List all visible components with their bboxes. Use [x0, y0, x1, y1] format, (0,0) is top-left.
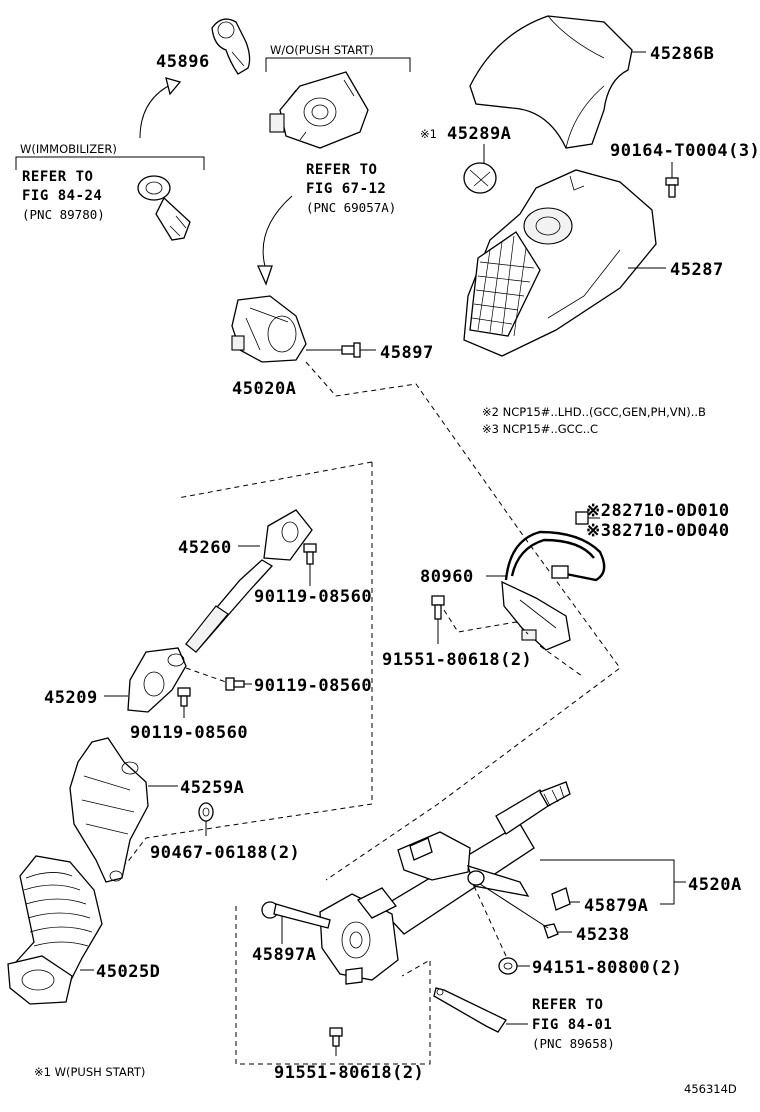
- refer-pnc-text-3: (PNC 89658): [532, 1036, 615, 1051]
- label-w-immobilizer: W(IMMOBILIZER): [20, 142, 117, 156]
- label-90467-06188: 90467-06188(2): [150, 843, 300, 863]
- refer-fig-text-2: FIG 67-12: [306, 181, 386, 197]
- part-45896-drawing: [211, 18, 251, 75]
- bracket-wo-push-start: [265, 57, 411, 72]
- drawing-id: 456314D: [684, 1082, 737, 1096]
- label-91551-80618-a: 91551-80618(2): [382, 650, 532, 670]
- ignition-switch-drawing: [269, 71, 369, 149]
- note-2: ※2 NCP15#..LHD..(GCC,GEN,PH,VN)..B: [482, 405, 706, 419]
- bolt-90119-b: [225, 677, 245, 691]
- label-82710-0D010: ※282710-0D010: [586, 501, 730, 521]
- refer-to-text-2: REFER TO: [306, 162, 377, 178]
- label-45260: 45260: [178, 538, 232, 558]
- part-45286B-upper-cover-drawing: [469, 15, 633, 149]
- label-45897: 45897: [380, 343, 434, 363]
- label-45897A: 45897A: [252, 945, 316, 965]
- label-45025D: 45025D: [96, 962, 160, 982]
- bracket-immobilizer: [15, 156, 205, 170]
- refer-to-text-1: REFER TO: [22, 169, 93, 185]
- nut-94151: [498, 957, 518, 975]
- part-45025D-boot-drawing: [7, 855, 103, 1005]
- part-45879A-drawing: [551, 887, 571, 911]
- part-80960-harness-drawing: [501, 530, 606, 651]
- label-45879A: 45879A: [584, 896, 648, 916]
- bolt-45897A: [261, 901, 331, 929]
- dashed-leader-45020A: [305, 361, 621, 881]
- bracket-part-drawing: [433, 987, 507, 1033]
- part-45209-joint-drawing: [127, 647, 187, 713]
- label-45020A: 45020A: [232, 379, 296, 399]
- connector-82710: [575, 511, 600, 525]
- dashed-box-shaft: [125, 462, 373, 865]
- label-90119-08560-c: 90119-08560: [130, 723, 248, 743]
- arrow-curve-down: [262, 195, 293, 271]
- label-wo-push-start: W/O(PUSH START): [270, 43, 374, 57]
- label-4520A: 4520A: [688, 875, 742, 895]
- clip-90467: [198, 802, 214, 822]
- refer-pnc-text-1: (PNC 89780): [22, 207, 105, 222]
- part-45260-shaft-drawing: [185, 509, 313, 653]
- part-45020A-drawing: [231, 295, 307, 363]
- part-45289A-drawing: [463, 162, 497, 194]
- label-90164-T0004: 90164-T0004(3): [610, 141, 760, 161]
- screw-45897: [341, 342, 361, 358]
- label-82710-0D040: ※382710-0D040: [586, 521, 730, 541]
- part-45259A-cover-drawing: [69, 737, 149, 883]
- part-4520A-column-drawing: [319, 781, 571, 985]
- bolt-91551-b: [329, 1027, 343, 1047]
- refer-fig-text-3: FIG 84-01: [532, 1017, 612, 1033]
- label-45289A: 45289A: [447, 124, 511, 144]
- screw-90164: [665, 177, 679, 198]
- label-90119-08560-b: 90119-08560: [254, 676, 372, 696]
- part-45287-lower-cover-drawing: [463, 169, 657, 357]
- refer-pnc-text-2: (PNC 69057A): [306, 200, 396, 215]
- mark-1: ※1: [420, 127, 437, 141]
- label-91551-80618-b: 91551-80618(2): [274, 1063, 424, 1083]
- label-90119-08560-a: 90119-08560: [254, 587, 372, 607]
- label-45209: 45209: [44, 688, 98, 708]
- label-45287: 45287: [670, 260, 724, 280]
- label-45286B: 45286B: [650, 44, 714, 64]
- label-45238: 45238: [576, 925, 630, 945]
- arrow-curve-up: [139, 83, 173, 139]
- footnote-1: ※1 W(PUSH START): [34, 1065, 145, 1079]
- label-45896: 45896: [156, 52, 210, 72]
- nut-45238: [543, 923, 559, 939]
- bolt-91551-a: [431, 595, 445, 620]
- refer-to-text-3: REFER TO: [532, 997, 603, 1013]
- note-3: ※3 NCP15#..GCC..C: [482, 422, 598, 436]
- label-80960: 80960: [420, 567, 474, 587]
- dashed-box-column: [235, 906, 431, 1065]
- immobilizer-coil-drawing: [137, 175, 191, 241]
- label-94151-80800: 94151-80800(2): [532, 958, 682, 978]
- bolt-90119-c: [177, 687, 191, 707]
- label-45259A: 45259A: [180, 778, 244, 798]
- bolt-90119-a: [303, 543, 317, 565]
- refer-fig-text-1: FIG 84-24: [22, 188, 102, 204]
